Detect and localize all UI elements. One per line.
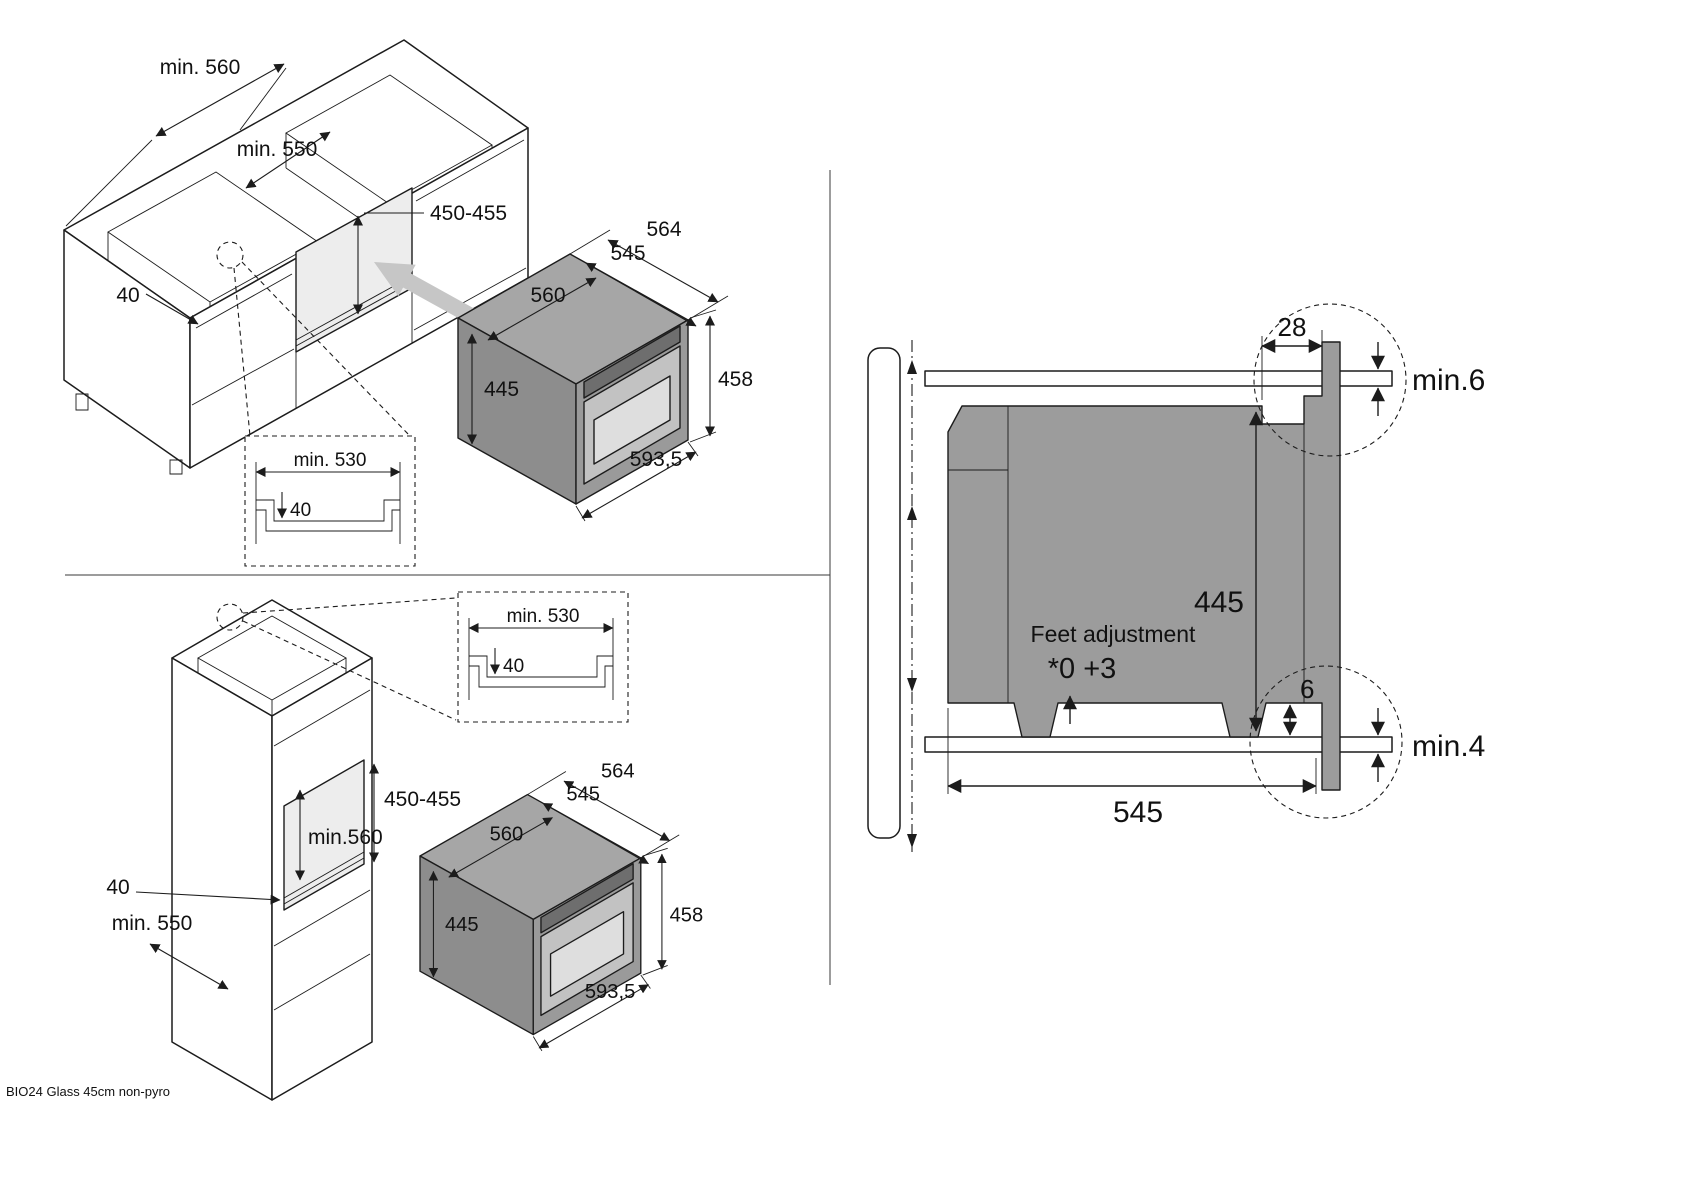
ext-line [239, 67, 287, 131]
detail-dim-40: 40 [503, 656, 524, 677]
detail-leader [233, 267, 251, 437]
dim-min560: min.560 [308, 826, 383, 849]
detail-circle-bottom [1249, 665, 1403, 819]
detail-dim-530: min. 530 [294, 450, 367, 471]
niche-rail-line [283, 857, 365, 905]
dim-450455: 450-455 [384, 788, 461, 811]
leader-line-40 [135, 891, 281, 905]
feet-adjustment-label: Feet adjustment [1031, 621, 1197, 647]
dim-line-min550 [245, 131, 331, 189]
dim-450455: 450-455 [430, 202, 507, 225]
detail-leader [242, 620, 457, 721]
dim-40: 40 [116, 284, 139, 307]
oven-cross-section [947, 341, 1341, 791]
column-front-details [273, 689, 371, 1011]
detail-circle-top [1253, 303, 1407, 457]
dim-min6: min.6 [1412, 364, 1485, 397]
dim-545: 545 [1113, 796, 1163, 829]
column-side-panel [171, 657, 273, 1101]
bottom-shelf [924, 736, 1393, 753]
feet-adjustment-range: *0 +3 [1048, 653, 1117, 685]
dim-445: 445 [1194, 586, 1244, 619]
cabinet-front-details [191, 139, 527, 408]
side-wall-panel [867, 347, 901, 839]
dim-line-min550 [149, 943, 229, 990]
tall-cabinet-view: 450-455 min.560 40 min. 550 min. 530 40 [106, 592, 703, 1101]
dim-28: 28 [1278, 312, 1307, 342]
dim-min4: min.4 [1412, 730, 1485, 763]
cross-section-view: 28 min.6 445 Feet adjustment *0 +3 6 min… [867, 303, 1485, 852]
detail-dim-530: min. 530 [507, 606, 580, 627]
niche-rail-line [283, 851, 365, 899]
cabinet-feet [75, 393, 183, 475]
detail-circle [216, 241, 244, 269]
dim-6: 6 [1300, 674, 1314, 704]
oven-section-seams [948, 406, 1305, 703]
detail-dim-40: 40 [290, 500, 311, 521]
dim-min550: min. 550 [237, 138, 318, 161]
detail-circle [216, 603, 244, 631]
dim-line-min560 [155, 63, 285, 137]
dim-min550: min. 550 [112, 912, 193, 935]
leader-line-40 [145, 293, 199, 325]
detail-leader [241, 261, 411, 437]
top-shelf [924, 370, 1393, 387]
base-cabinet-view: min. 560 min. 550 450-455 40 min. 530 40 [63, 39, 753, 566]
model-footnote: BIO24 Glass 45cm non-pyro [6, 1084, 170, 1099]
dim-40: 40 [106, 876, 129, 899]
dim-min560: min. 560 [160, 56, 241, 79]
oven-bottom-instance [420, 760, 703, 1051]
ext-line [65, 139, 153, 227]
